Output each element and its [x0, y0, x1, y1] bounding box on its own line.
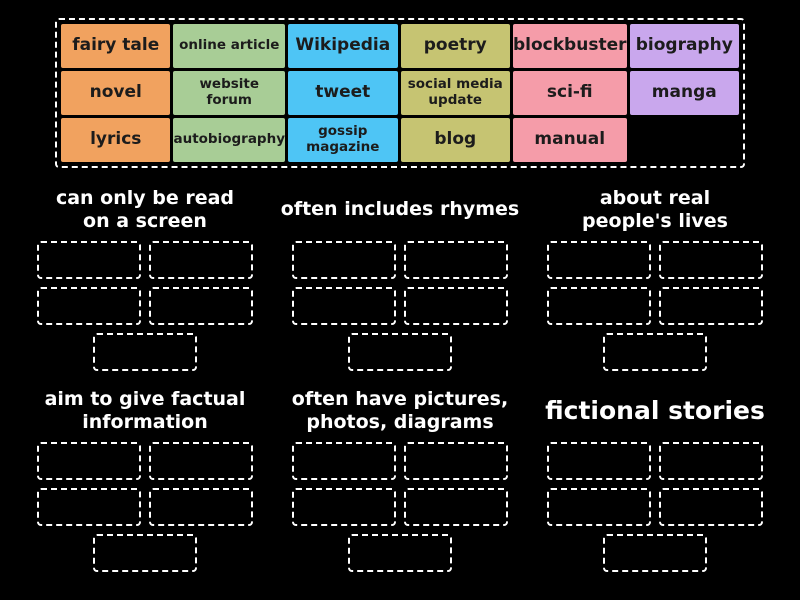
word-tile-gossip-magazine[interactable]: gossip magazine — [288, 118, 398, 162]
group-can-only-be-read-on-a-screen: can only be read on a screen — [20, 185, 270, 371]
drop-slot[interactable] — [292, 241, 396, 279]
group-fictional-stories: fictional stories — [530, 386, 780, 572]
drop-slot[interactable] — [659, 287, 763, 325]
drop-slot[interactable] — [659, 442, 763, 480]
drop-slot[interactable] — [292, 442, 396, 480]
drop-slot[interactable] — [37, 442, 141, 480]
slot-grid — [20, 442, 270, 572]
drop-slot[interactable] — [93, 534, 197, 572]
word-tile-lyrics[interactable]: lyrics — [61, 118, 171, 162]
word-tile-poetry[interactable]: poetry — [400, 24, 510, 68]
group-title: often includes rhymes — [280, 198, 520, 221]
word-tile-biography[interactable]: biography — [629, 24, 739, 68]
word-tile-fairy-tale[interactable]: fairy tale — [61, 24, 171, 68]
drop-slot[interactable] — [292, 287, 396, 325]
drop-slot[interactable] — [93, 333, 197, 371]
drop-slot[interactable] — [603, 333, 707, 371]
word-tile-manual[interactable]: manual — [513, 118, 627, 162]
group-aim-to-give-factual-information: aim to give factual information — [20, 386, 270, 572]
slot-grid — [530, 241, 780, 371]
slot-grid — [275, 241, 525, 371]
drop-slot[interactable] — [404, 442, 508, 480]
word-tile-social-media-update[interactable]: social media update — [400, 71, 510, 115]
word-tile-online-article[interactable]: online article — [173, 24, 286, 68]
group-title: can only be read on a screen — [55, 186, 235, 232]
slot-grid — [20, 241, 270, 371]
group-title: aim to give factual information — [44, 387, 246, 433]
drop-slot[interactable] — [348, 333, 452, 371]
word-tile-blockbuster[interactable]: blockbuster — [513, 24, 627, 68]
group-often-have-pictures-photos-diagrams: often have pictures, photos, diagrams — [275, 386, 525, 572]
drop-slot[interactable] — [547, 442, 651, 480]
drop-slot[interactable] — [659, 241, 763, 279]
drop-slot[interactable] — [547, 488, 651, 526]
drop-slot[interactable] — [547, 287, 651, 325]
drop-slot[interactable] — [603, 534, 707, 572]
drop-slot[interactable] — [404, 287, 508, 325]
word-tile-manga[interactable]: manga — [629, 71, 739, 115]
word-tile-wikipedia[interactable]: Wikipedia — [288, 24, 398, 68]
drop-slot[interactable] — [149, 488, 253, 526]
word-tile-sci-fi[interactable]: sci-fi — [513, 71, 627, 115]
drop-slot[interactable] — [149, 442, 253, 480]
drop-slot[interactable] — [37, 287, 141, 325]
category-groups: can only be read on a screen often inclu… — [20, 185, 780, 572]
word-tile-website-forum[interactable]: website forum — [173, 71, 286, 115]
drop-slot[interactable] — [348, 534, 452, 572]
drop-slot[interactable] — [149, 287, 253, 325]
word-tile-blog[interactable]: blog — [400, 118, 510, 162]
drop-slot[interactable] — [292, 488, 396, 526]
group-title: about real people's lives — [582, 186, 728, 232]
drop-slot[interactable] — [37, 488, 141, 526]
group-title: often have pictures, photos, diagrams — [291, 387, 509, 433]
slot-grid — [530, 442, 780, 572]
drop-slot[interactable] — [659, 488, 763, 526]
group-about-real-peoples-lives: about real people's lives — [530, 185, 780, 371]
drop-slot[interactable] — [37, 241, 141, 279]
drop-slot[interactable] — [404, 488, 508, 526]
word-tile-autobiography[interactable]: autobiography — [173, 118, 286, 162]
drop-slot[interactable] — [547, 241, 651, 279]
word-tile-tweet[interactable]: tweet — [288, 71, 398, 115]
group-title: fictional stories — [545, 395, 765, 425]
slot-grid — [275, 442, 525, 572]
drop-slot[interactable] — [149, 241, 253, 279]
word-tile-novel[interactable]: novel — [61, 71, 171, 115]
group-often-includes-rhymes: often includes rhymes — [275, 185, 525, 371]
word-bank: fairy tale online article Wikipedia poet… — [55, 18, 745, 168]
drop-slot[interactable] — [404, 241, 508, 279]
